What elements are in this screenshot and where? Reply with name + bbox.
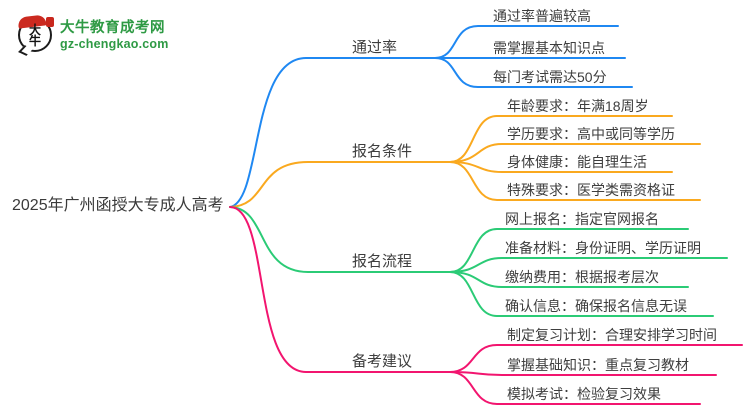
leaf-node: 身体健康：能自理生活 — [507, 154, 647, 170]
leaf-curve — [449, 115, 673, 163]
logo-badge-char-top: 大 — [28, 23, 41, 37]
leaf-node: 特殊要求：医学类需资格证 — [507, 182, 675, 198]
site-name: 大牛教育成考网 — [60, 20, 165, 36]
site-url: gz-chengkao.com — [60, 37, 169, 51]
leaf-node: 制定复习计划：合理安排学习时间 — [507, 327, 717, 343]
logo-seal-stamp-icon — [46, 17, 54, 27]
leaf-node: 确认信息：确保报名信息无误 — [505, 298, 687, 314]
leaf-node: 模拟考试：检验复习效果 — [507, 386, 661, 402]
leaf-node: 网上报名：指定官网报名 — [505, 211, 659, 227]
leaf-curve — [449, 271, 689, 288]
branch-curve-pass-rate — [229, 57, 436, 208]
leaf-curve — [449, 271, 714, 317]
leaf-curve — [449, 161, 701, 201]
branch-label-process: 报名流程 — [352, 253, 413, 270]
branch-curve-requirements — [229, 161, 451, 208]
leaf-curve — [434, 57, 633, 88]
logo-badge-characters: 大 牛 — [20, 20, 50, 50]
branch-label-tips: 备考建议 — [352, 353, 413, 370]
branch-lines-pass-rate — [229, 25, 633, 208]
logo-bubble-icon: 大 牛 — [17, 14, 54, 56]
leaf-node: 学历要求：高中或同等学历 — [507, 126, 675, 142]
leaf-node: 掌握基础知识：重点复习教材 — [507, 357, 689, 373]
logo-text-block: 大牛教育成考网 gz-chengkao.com — [60, 19, 169, 52]
leaf-node: 需掌握基本知识点 — [493, 40, 605, 56]
site-logo[interactable]: 大 牛 大牛教育成考网 gz-chengkao.com — [17, 14, 169, 56]
branch-lines-requirements — [229, 115, 701, 208]
leaf-curve — [449, 344, 743, 373]
branch-label-requirements: 报名条件 — [352, 143, 413, 160]
leaf-node: 通过率普遍较高 — [493, 8, 591, 24]
leaf-curve — [449, 371, 717, 376]
branch-lines-process — [229, 206, 728, 317]
leaf-node: 每门考试需达50分 — [493, 69, 607, 85]
leaf-curve — [449, 228, 689, 273]
leaf-node: 年龄要求：年满18周岁 — [507, 98, 649, 114]
leaf-curve — [449, 161, 673, 173]
leaf-curve — [449, 371, 701, 405]
leaf-node: 缴纳费用：根据报考层次 — [505, 269, 659, 285]
branch-label-pass-rate: 通过率 — [352, 39, 398, 56]
branch-lines-tips — [229, 206, 743, 405]
root-node: 2025年广州函授大专成人高考 — [12, 197, 224, 214]
leaf-node: 准备材料：身份证明、学历证明 — [505, 240, 701, 256]
branch-curve-process — [229, 206, 451, 273]
leaf-curve — [434, 25, 619, 59]
logo-badge-char-bottom: 牛 — [28, 34, 41, 48]
branch-curve-tips — [229, 206, 451, 373]
